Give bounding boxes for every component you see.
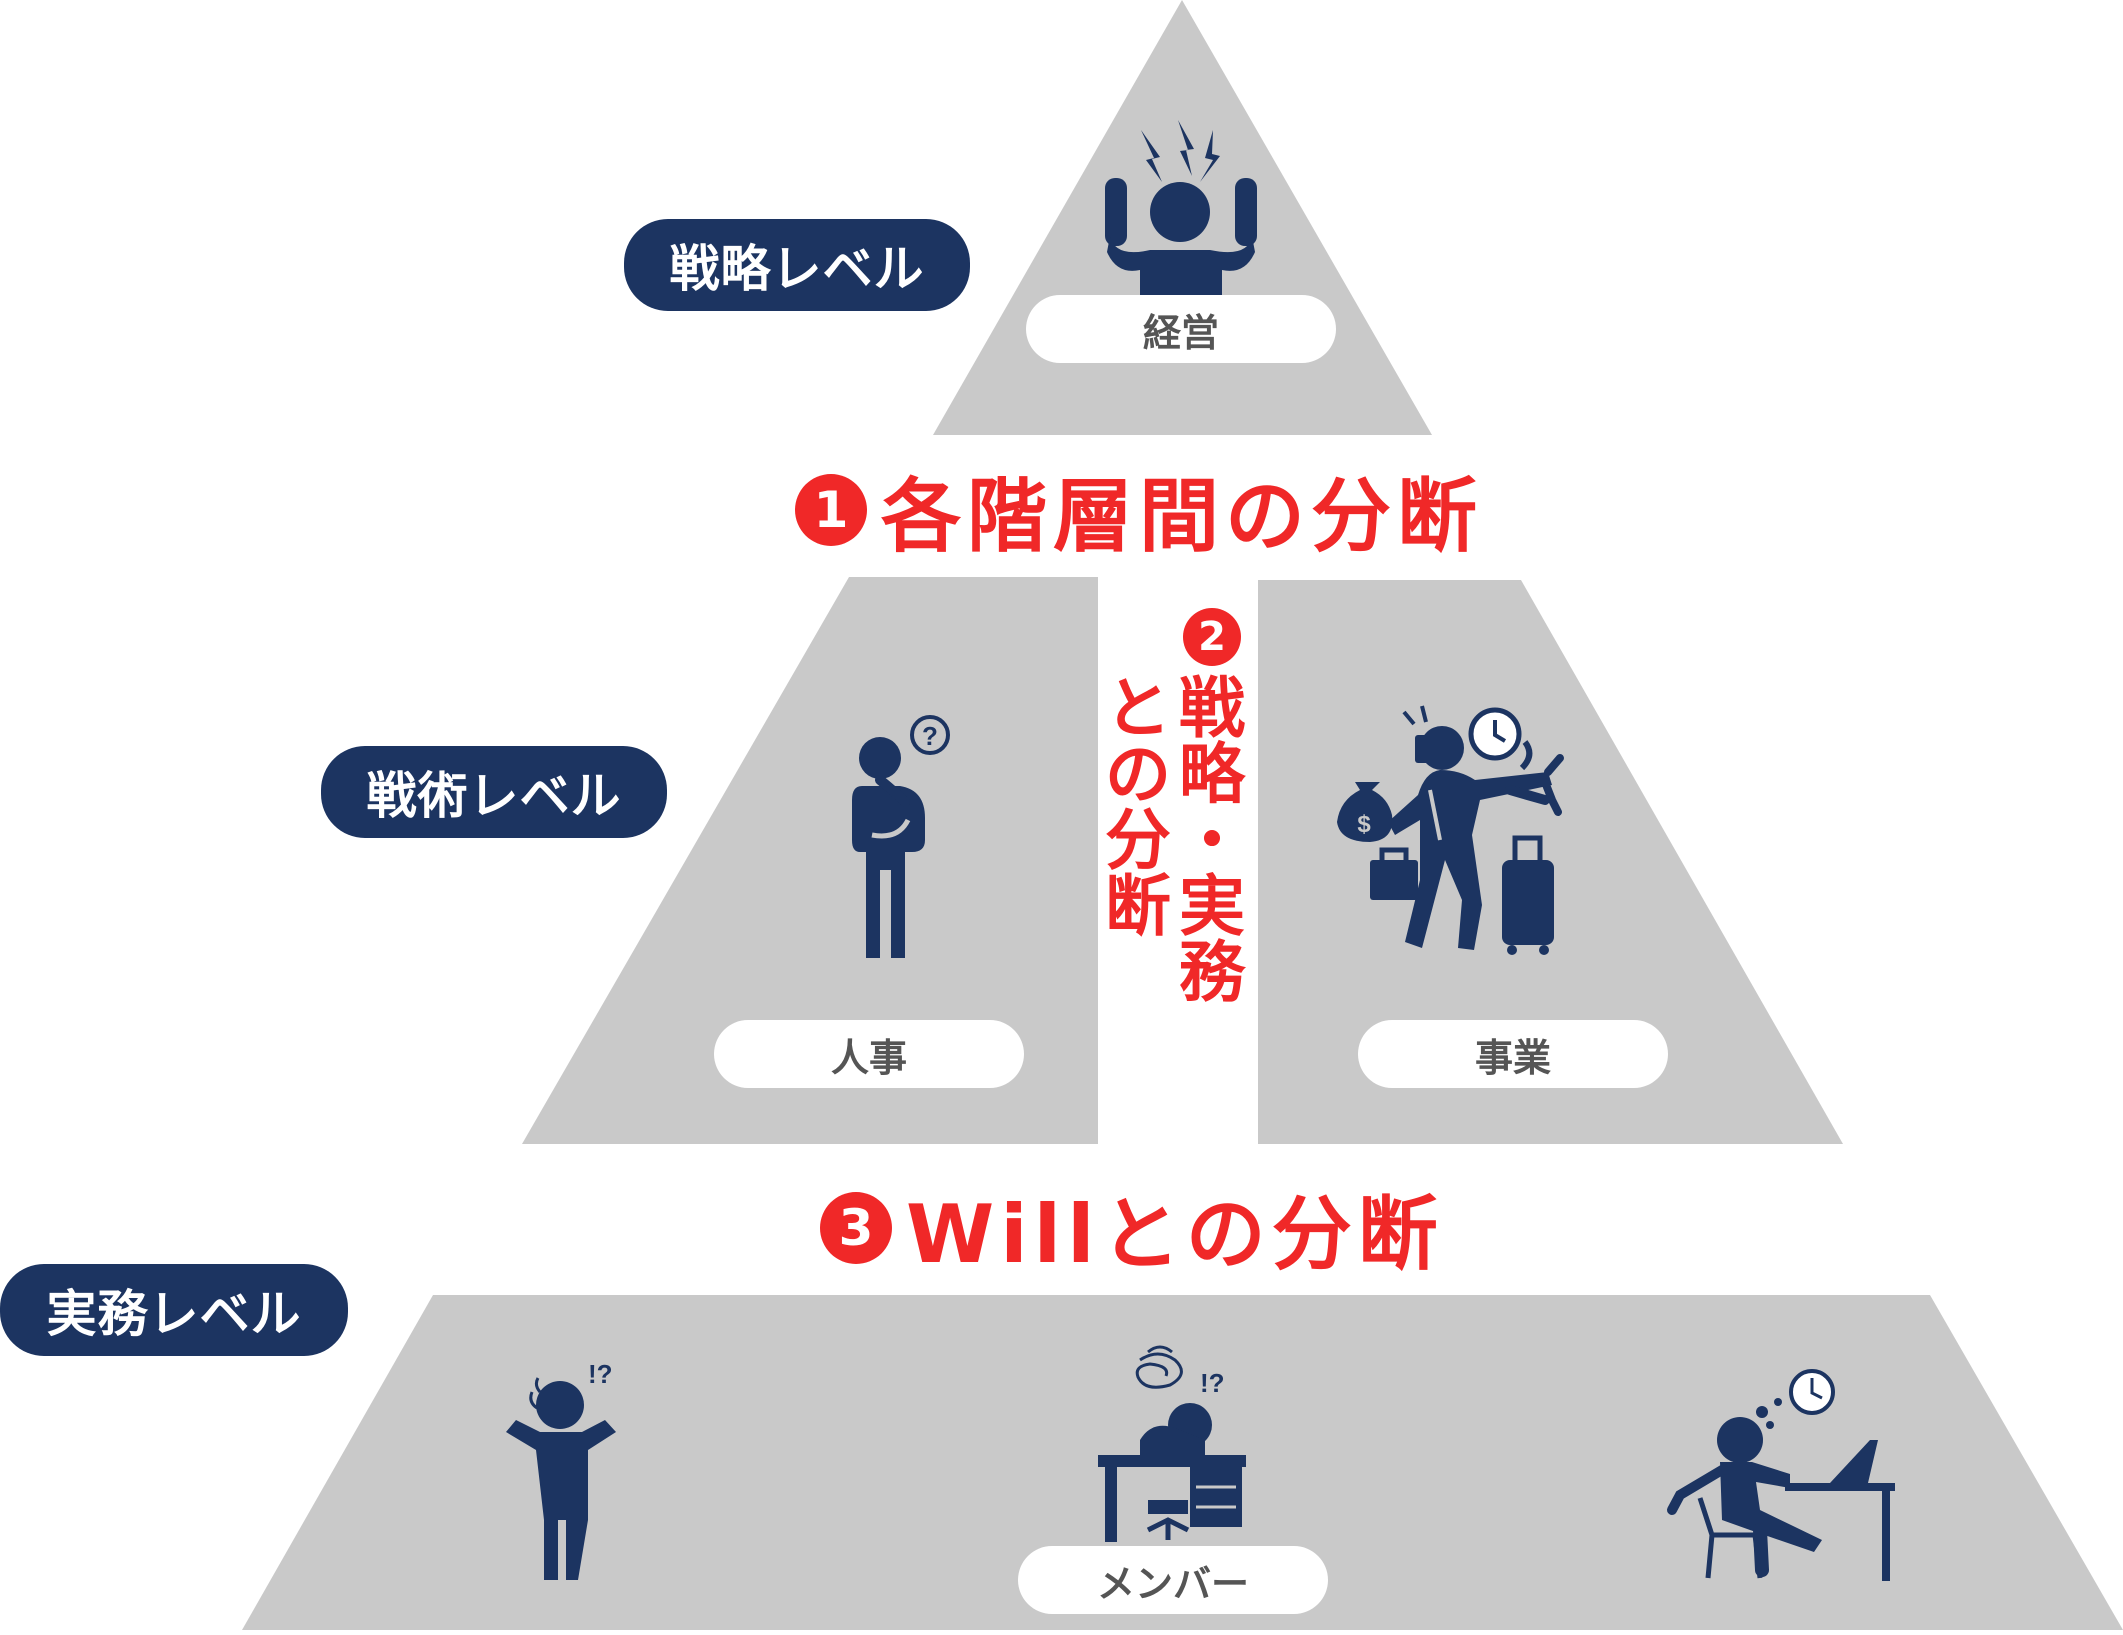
- division-2-char: 分: [1105, 802, 1171, 879]
- division-2-char: 断: [1105, 868, 1171, 945]
- division-2-column-left: と の 分 断: [1102, 676, 1174, 940]
- division-3-text: Willとの分断: [906, 1188, 1444, 1281]
- division-2-char: 務: [1179, 934, 1245, 1011]
- tired-at-laptop-icon: [1667, 1369, 1895, 1581]
- division-2-char: の: [1105, 736, 1171, 813]
- division-2-number-col: 2: [1176, 608, 1248, 666]
- division-2-number: 2: [1183, 608, 1241, 666]
- strategy-level-badge: 戦略レベル: [624, 219, 970, 311]
- division-2-char: 略: [1179, 736, 1245, 813]
- operations-level-badge: 実務レベル: [0, 1264, 348, 1356]
- division-2-char: 戦: [1179, 670, 1245, 747]
- dollar-sign: $: [1357, 811, 1371, 838]
- division-2-column-right: 戦 略 ・ 実 務: [1176, 676, 1248, 1006]
- division-1-heading: 1 各階層間の分断: [795, 460, 1483, 563]
- management-label: 経営: [1026, 295, 1336, 363]
- division-3-number: 3: [820, 1192, 892, 1264]
- division-3-heading: 3 Willとの分断: [820, 1178, 1444, 1281]
- question-mark-icon: ?: [922, 721, 938, 751]
- busy-businessperson-icon: $: [1337, 705, 1564, 955]
- money-bag-icon: [1337, 782, 1393, 842]
- overwhelmed-at-desk-icon: !?: [1098, 1345, 1246, 1542]
- member-label: メンバー: [1018, 1546, 1328, 1614]
- division-2-char: ・: [1179, 802, 1245, 879]
- division-1-number: 1: [795, 474, 867, 546]
- hr-label: 人事: [714, 1020, 1024, 1088]
- surprise-mark: !?: [588, 1359, 613, 1389]
- tactics-level-badge: 戦術レベル: [321, 746, 667, 838]
- stressed-executive-icon: [1105, 120, 1257, 296]
- division-2-char: と: [1105, 670, 1171, 747]
- thinking-person-icon: ?: [852, 715, 950, 958]
- surprise-mark: !?: [1200, 1368, 1225, 1398]
- division-1-text: 各階層間の分断: [881, 470, 1483, 563]
- suitcase-icon: [1502, 860, 1554, 945]
- division-2-char: 実: [1179, 868, 1245, 945]
- shrugging-person-icon: !?: [506, 1359, 616, 1580]
- business-label: 事業: [1358, 1020, 1668, 1088]
- phone-icon: [1415, 735, 1429, 763]
- briefcase-icon: [1370, 860, 1418, 900]
- tactics-tier-left: [522, 577, 1098, 1144]
